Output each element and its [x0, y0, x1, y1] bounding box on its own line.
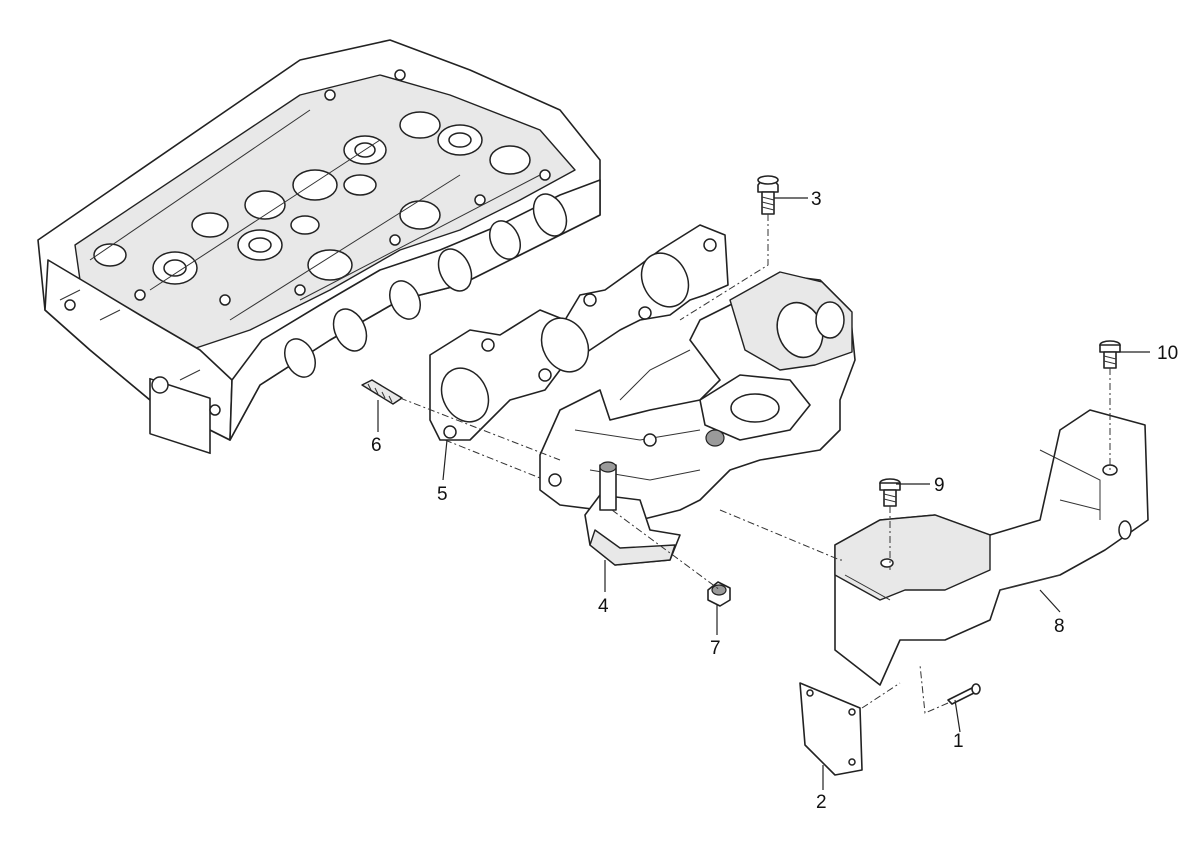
callout-9: 9 — [934, 475, 945, 496]
callout-8: 8 — [1054, 616, 1065, 637]
callout-3: 3 — [811, 189, 822, 210]
callout-2: 2 — [816, 792, 827, 813]
heat-shield-8 — [834, 409, 1149, 686]
nut-7 — [707, 581, 731, 607]
callout-10: 10 — [1157, 343, 1178, 364]
callout-5: 5 — [437, 484, 448, 505]
bolt-10 — [1099, 340, 1121, 369]
cylinder-head — [37, 39, 601, 455]
pin-1 — [947, 683, 981, 705]
callout-7: 7 — [710, 638, 721, 659]
callout-4: 4 — [598, 596, 609, 617]
assembly-lines — [399, 214, 1111, 714]
bolt-9 — [879, 478, 901, 507]
exhaust-manifold-4 — [539, 271, 856, 566]
stud-6 — [361, 379, 403, 405]
plate-2 — [799, 682, 863, 776]
callout-labels: 1 2 3 4 5 6 7 8 9 10 — [371, 189, 1178, 813]
bolt-3 — [757, 175, 779, 215]
callout-6: 6 — [371, 435, 382, 456]
leader-lines — [377, 197, 1150, 790]
callout-1: 1 — [953, 731, 964, 752]
gasket-5 — [429, 224, 729, 441]
